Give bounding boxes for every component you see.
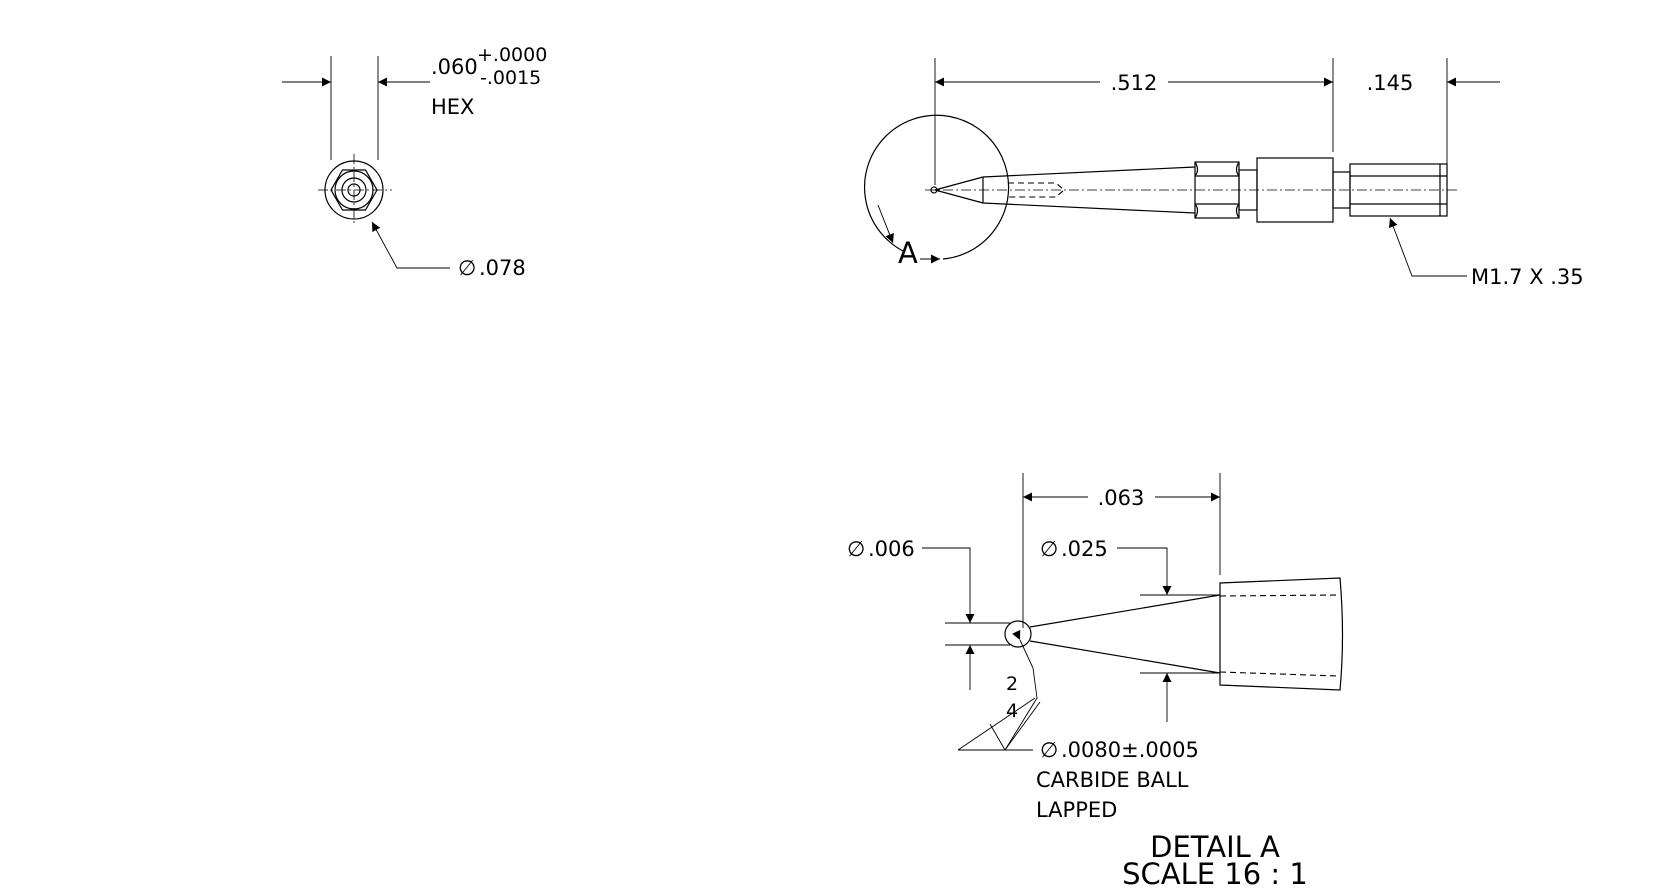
finish-value-top: 2 bbox=[1006, 673, 1018, 695]
neck-dia-symbol: ∅ bbox=[847, 537, 865, 561]
finish-arrow bbox=[1012, 629, 1034, 669]
taper-dia-leader bbox=[1117, 547, 1172, 595]
stylus-cone bbox=[1029, 594, 1221, 628]
detail-arrow bbox=[877, 204, 894, 244]
hex-dimension: .060 bbox=[431, 55, 478, 79]
neck-dia-leader bbox=[922, 547, 975, 623]
side-view: .512 .145 A bbox=[864, 58, 1584, 289]
finish-value-bottom: 4 bbox=[1006, 700, 1018, 722]
detail-scale: SCALE 16 : 1 bbox=[1122, 857, 1308, 889]
thread-length-dimension: .145 bbox=[1367, 71, 1414, 95]
taper-shank bbox=[982, 202, 1196, 214]
neck-dia-value: .006 bbox=[868, 537, 915, 561]
diameter-leader bbox=[371, 221, 450, 269]
detail-title: DETAIL A bbox=[1150, 830, 1280, 864]
stylus-cone bbox=[1029, 640, 1221, 674]
length-dimension: .512 bbox=[1111, 71, 1158, 95]
ball-dia-value: .0080±.0005 bbox=[1061, 738, 1199, 762]
detail-label: A bbox=[898, 236, 918, 270]
hex-tolerance-lower: -.0015 bbox=[480, 67, 541, 89]
finish-symbol bbox=[1004, 667, 1038, 751]
detail-view: .063 ∅ .006 ∅ .025 2 4 ∅ .0080±.0005 bbox=[847, 473, 1344, 889]
taper-dia-symbol: ∅ bbox=[1040, 537, 1058, 561]
detail-circle bbox=[864, 114, 1010, 260]
stylus-cone bbox=[934, 176, 984, 191]
thread-leader bbox=[1388, 217, 1467, 277]
stylus-cone bbox=[934, 189, 984, 204]
diameter-value: .078 bbox=[479, 256, 526, 280]
carbide-ball bbox=[1004, 620, 1032, 648]
taper-length-dimension: .063 bbox=[1098, 486, 1145, 510]
diameter-symbol: ∅ bbox=[458, 256, 476, 280]
ball-material: CARBIDE BALL bbox=[1036, 768, 1189, 792]
finish-leader bbox=[957, 697, 1036, 751]
taper-shank bbox=[982, 166, 1196, 178]
hidden-bore bbox=[1219, 671, 1339, 677]
ball-finish: LAPPED bbox=[1036, 798, 1117, 822]
shank-end bbox=[1219, 577, 1344, 691]
hidden-bore bbox=[1219, 594, 1339, 597]
taper-dia-value: .025 bbox=[1061, 537, 1108, 561]
hex-label: HEX bbox=[431, 95, 474, 119]
hex-tolerance-upper: +.0000 bbox=[477, 44, 547, 66]
end-view: .060 +.0000 -.0015 HEX ∅ .078 bbox=[282, 44, 547, 280]
thread-callout: M1.7 X .35 bbox=[1471, 265, 1584, 289]
hidden-bore bbox=[1008, 182, 1065, 198]
hex-chamfer bbox=[1194, 161, 1240, 219]
ball-dia-symbol: ∅ bbox=[1040, 738, 1058, 762]
